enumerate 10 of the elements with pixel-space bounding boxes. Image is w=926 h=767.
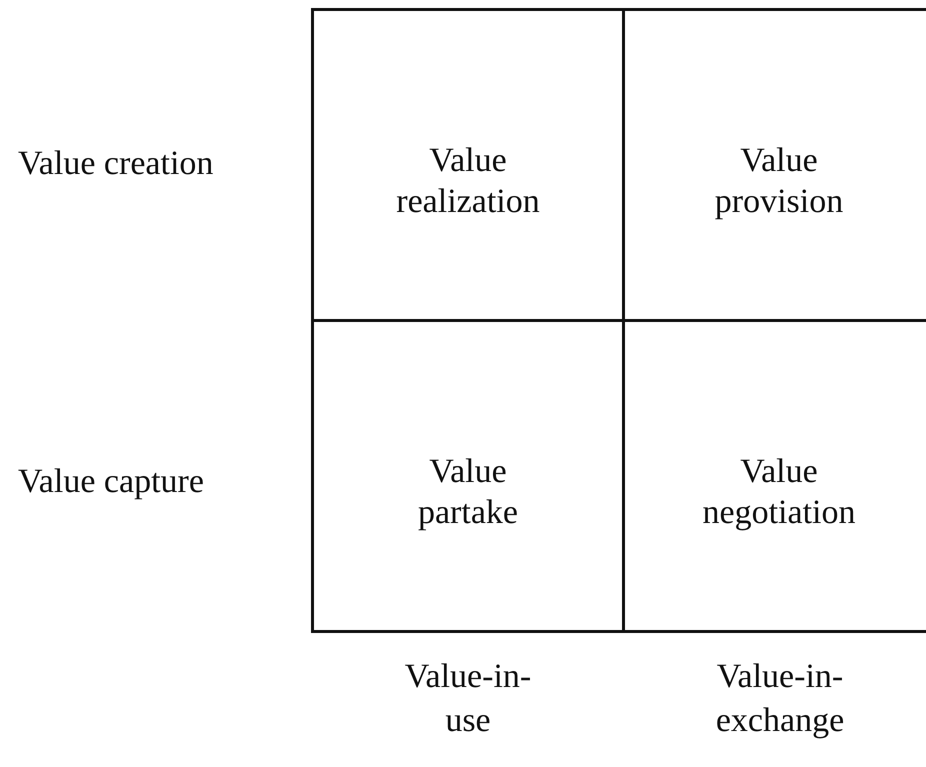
cell-text: Value negotiation [702, 452, 856, 533]
matrix-cell [311, 319, 625, 633]
cell-text: Value realization [396, 141, 540, 222]
cell-text: Value partake [418, 452, 518, 533]
column-heading: Value-in-use [404, 657, 532, 742]
matrix-cell [311, 8, 625, 322]
row-heading: Value creation [18, 144, 214, 184]
cell-text: Value provision [714, 141, 844, 222]
row-heading: Value capture [18, 462, 205, 502]
column-heading: Value-in-exchange [714, 657, 846, 742]
